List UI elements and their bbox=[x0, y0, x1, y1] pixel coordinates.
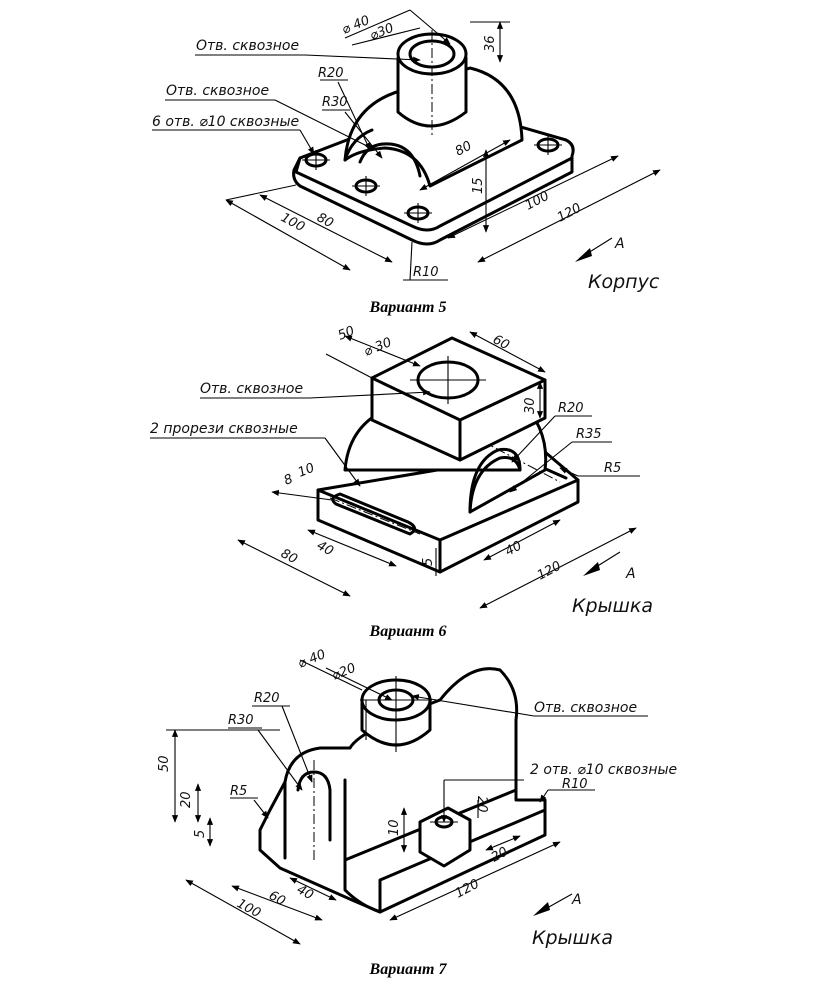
v5-dim-r20: R20 bbox=[318, 66, 344, 81]
v6-dim-40-left: 40 bbox=[314, 538, 336, 559]
v6-view-mark: А bbox=[625, 566, 636, 582]
v7-boss bbox=[360, 676, 432, 752]
v5-base-holes bbox=[302, 135, 562, 223]
v7-dim-r30: R30 bbox=[228, 713, 254, 728]
v7-dim-r20: R20 bbox=[254, 691, 280, 706]
v6-dim-80: 80 bbox=[278, 546, 300, 567]
v5-vertical-boss bbox=[396, 30, 468, 135]
v7-dim-20a: 20 bbox=[474, 796, 489, 813]
v7-dim-20: 20 bbox=[179, 791, 194, 808]
v6-dim-8: 8 bbox=[282, 472, 295, 489]
v7-part-name: Крышка bbox=[532, 927, 613, 949]
v5-dim-d40: ⌀ 40 bbox=[340, 13, 372, 38]
variant-7-drawing: Отв. сквозное 2 отв. ⌀10 сквозные ⌀ 40 ⌀… bbox=[157, 647, 677, 978]
v7-dim-r10: R10 bbox=[562, 777, 588, 792]
v5-note-holes: 6 отв. ⌀10 сквозные bbox=[152, 114, 299, 130]
v7-view-mark: А bbox=[571, 892, 582, 908]
v6-dim-10: 10 bbox=[296, 461, 317, 481]
v6-dim-r20: R20 bbox=[558, 401, 584, 416]
v5-view-mark: А bbox=[614, 236, 625, 252]
v6-dim-d30: ⌀ 30 bbox=[362, 335, 394, 360]
v7-dim-r5: R5 bbox=[230, 784, 247, 799]
v6-dim-120: 120 bbox=[535, 559, 564, 584]
v6-note-slots: 2 прорези сквозные bbox=[150, 421, 298, 437]
v6-dim-30: 30 bbox=[523, 397, 538, 414]
v5-dim-80-left: 80 bbox=[314, 210, 336, 231]
v5-dim-120-right: 120 bbox=[555, 201, 584, 226]
v7-dim-40: 40 bbox=[294, 882, 316, 903]
v6-dim-r35: R35 bbox=[576, 427, 602, 442]
v7-note-hole: Отв. сквозное bbox=[534, 700, 637, 716]
variant-5-drawing: Отв. сквозное Отв. сквозное 6 отв. ⌀10 с… bbox=[152, 9, 661, 316]
v7-note-holes: 2 отв. ⌀10 сквозные bbox=[530, 762, 677, 778]
v5-dim-r30: R30 bbox=[322, 95, 348, 110]
variant-6-drawing: Отв. сквозное 2 прорези сквозные 50 ⌀ 30… bbox=[150, 324, 653, 640]
v6-dim-50: 50 bbox=[336, 324, 357, 344]
v7-dim-20b: 20 bbox=[489, 845, 511, 866]
v5-dim-36: 36 bbox=[483, 35, 498, 52]
v5-dim-15: 15 bbox=[471, 177, 486, 194]
v7-dim-50: 50 bbox=[157, 755, 172, 772]
v5-caption: Вариант 5 bbox=[369, 299, 447, 316]
v5-part-name: Корпус bbox=[588, 271, 660, 293]
v6-dim-40-right: 40 bbox=[503, 539, 525, 560]
v7-dim-d20: ⌀20 bbox=[330, 661, 358, 684]
v6-dim-r5: R5 bbox=[604, 461, 621, 476]
v5-note-hole-side: Отв. сквозное bbox=[166, 83, 269, 99]
v6-caption: Вариант 6 bbox=[369, 623, 447, 640]
v5-note-hole-top: Отв. сквозное bbox=[196, 38, 299, 54]
v7-dim-10: 10 bbox=[387, 819, 402, 836]
v7-dim-100: 100 bbox=[234, 896, 263, 921]
v7-dim-d40: ⌀ 40 bbox=[296, 647, 328, 672]
v7-dim-5: 5 bbox=[193, 830, 208, 838]
v6-dim-60: 60 bbox=[490, 332, 512, 353]
v5-dim-80-top: 80 bbox=[453, 139, 475, 160]
v6-part-name: Крышка bbox=[572, 595, 653, 617]
v5-dim-r10: R10 bbox=[413, 265, 439, 280]
v6-note-hole: Отв. сквозное bbox=[200, 381, 303, 397]
v5-annotations bbox=[152, 9, 661, 281]
v6-annotations bbox=[150, 331, 640, 609]
v6-dim-5: 5 bbox=[421, 558, 436, 566]
v7-caption: Вариант 7 bbox=[369, 961, 448, 978]
v5-dim-d30: ⌀30 bbox=[368, 21, 396, 44]
v7-dim-60: 60 bbox=[266, 888, 288, 909]
v7-annotations bbox=[166, 659, 648, 945]
